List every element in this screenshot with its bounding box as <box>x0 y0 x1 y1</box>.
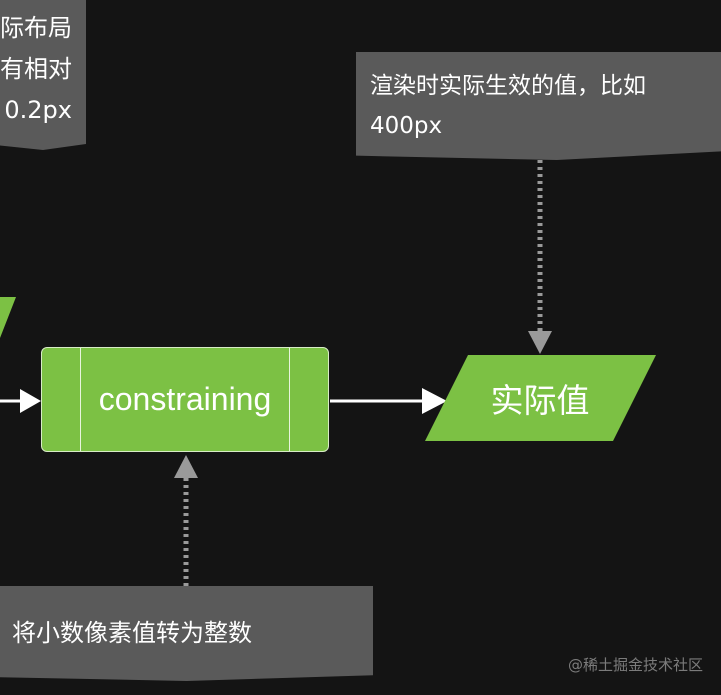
watermark: @稀土掘金技术社区 <box>567 656 703 674</box>
note-bottom-text: 将小数像素值转为整数 <box>12 619 252 647</box>
process-box-left-bar <box>80 348 81 451</box>
dotted-arrow-bottom-head <box>174 455 198 478</box>
note-top-left-line-1: 际布局 <box>0 14 72 42</box>
process-label: constraining <box>98 381 272 417</box>
process-box: constraining <box>41 347 329 452</box>
note-top-left-line-2: 有相对 <box>0 55 72 83</box>
process-box-right-bar <box>289 348 290 451</box>
dotted-arrow-top-head <box>528 331 552 354</box>
note-top-right: 渲染时实际生效的值，比如 400px <box>356 52 721 160</box>
output-label: 实际值 <box>490 381 590 420</box>
note-top-left-line-3: 0.2px <box>4 96 72 124</box>
note-top-right-line-1: 渲染时实际生效的值，比如 <box>370 73 646 99</box>
input-shape-partial <box>0 297 16 338</box>
note-bottom: 将小数像素值转为整数 <box>0 586 373 681</box>
note-top-left: 际布局 有相对 0.2px <box>0 0 86 150</box>
output-shape <box>425 355 656 441</box>
note-top-right-line-2: 400px <box>370 113 443 139</box>
arrow-out-head <box>422 388 447 414</box>
arrow-in-head <box>20 389 41 413</box>
